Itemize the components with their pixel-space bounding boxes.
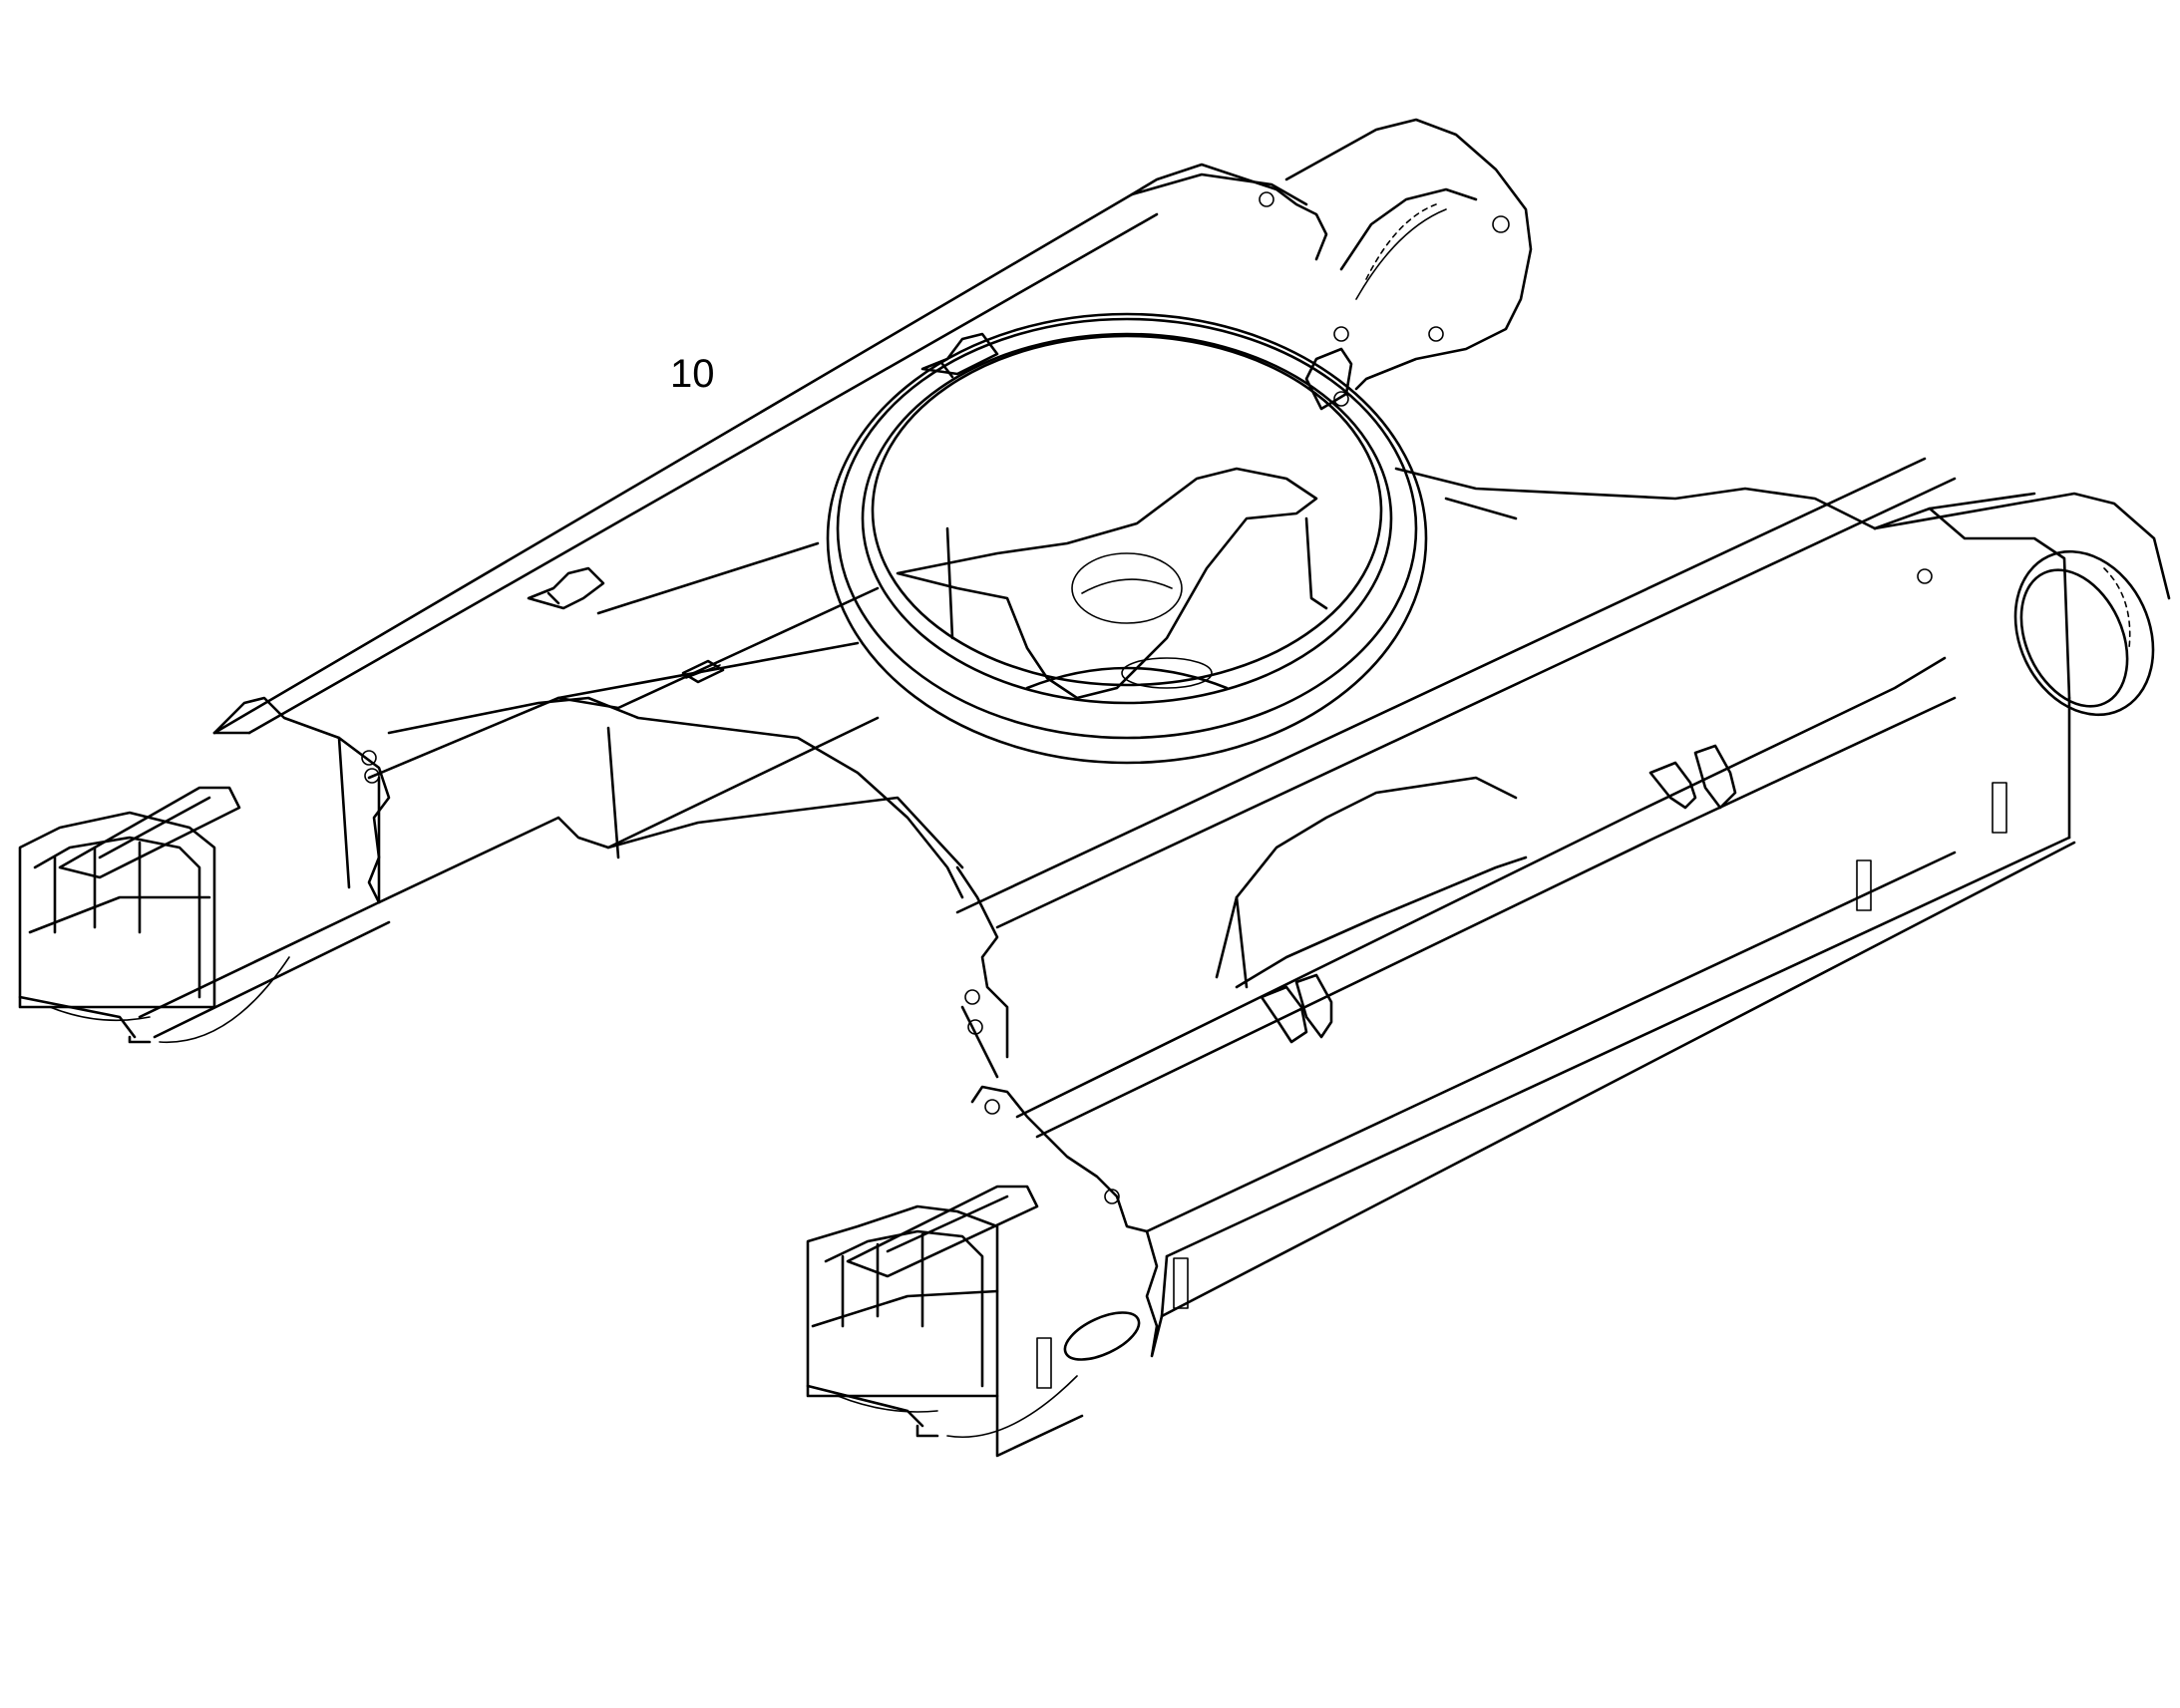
- callout-label: 10: [670, 352, 715, 396]
- left-track-frame: [18, 163, 1349, 1044]
- slewing-ring: [826, 312, 1428, 765]
- upper-right-idler-housing: [1284, 118, 1533, 411]
- right-track-frame: [806, 492, 2171, 1458]
- cross-member: [556, 457, 1957, 1079]
